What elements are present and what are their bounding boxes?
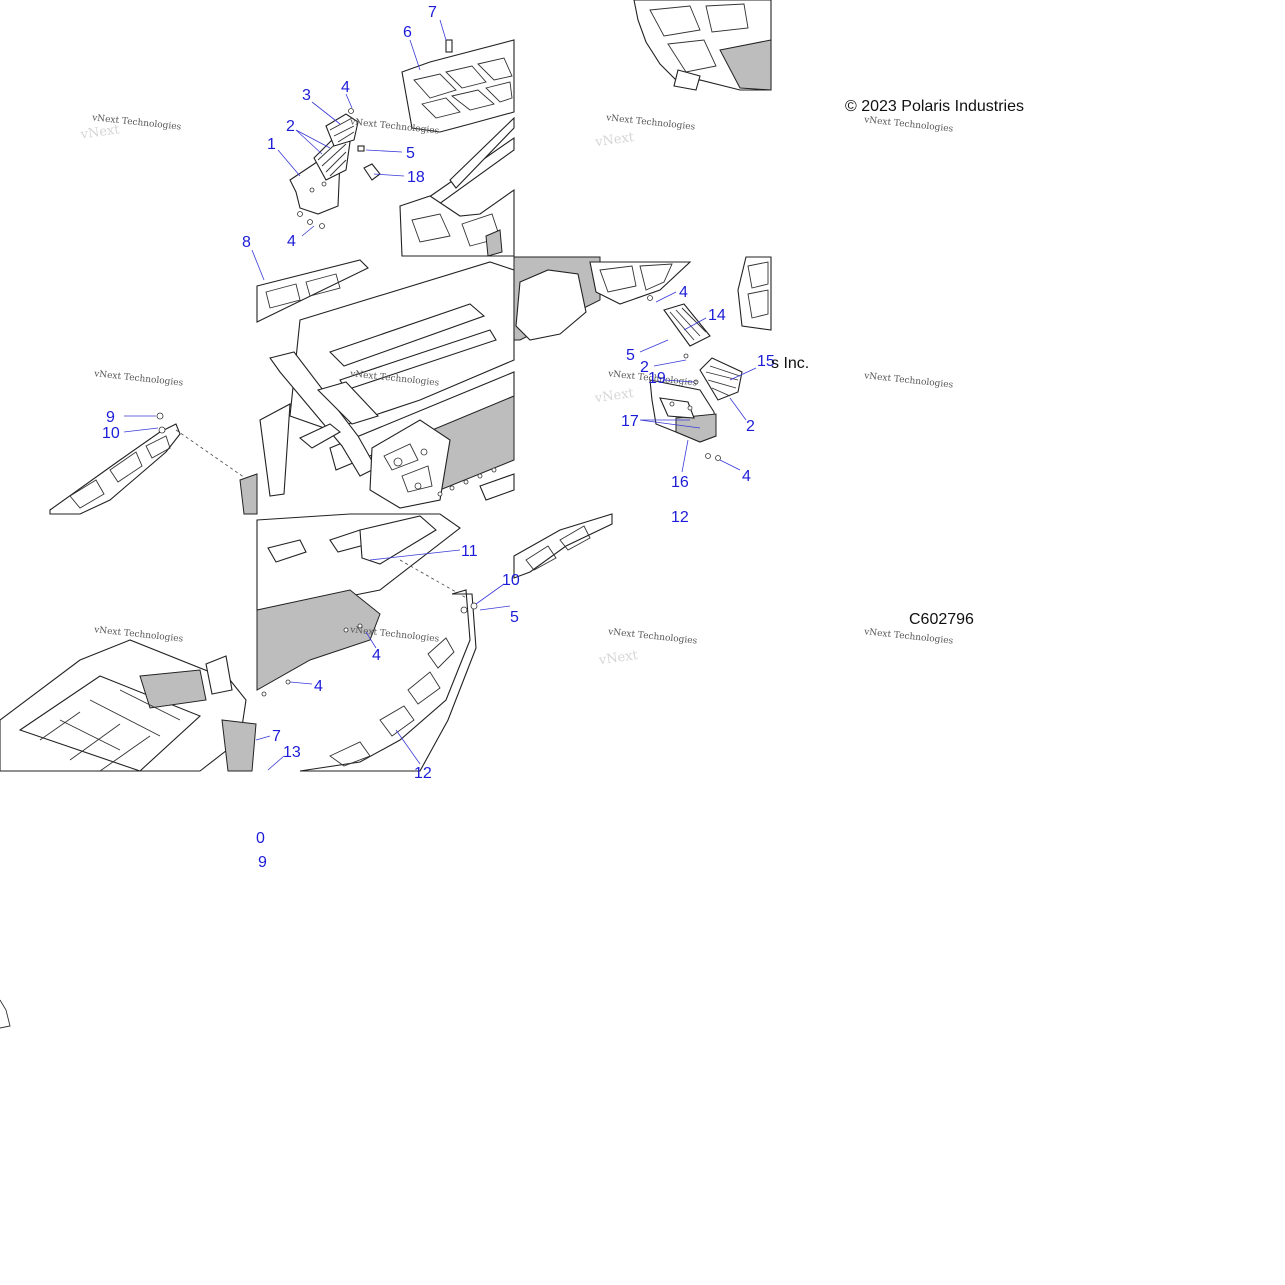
callout-4-bracket: 4 [287,233,296,250]
watermark-12: vNext Technologies [863,627,954,646]
callout-14: 14 [708,307,726,324]
svg-text:vNext Technologies: vNext Technologies [863,371,954,390]
callout-4-right-top: 4 [679,284,688,301]
svg-text:vNext: vNext [79,122,121,143]
callout-4-upper: 4 [341,79,350,96]
svg-text:vNext Technologies: vNext Technologies [605,113,696,132]
callout-0-fragment: 0 [256,830,265,847]
tile-left-rail [49,412,258,515]
leader-lines [123,19,757,771]
callout-19: 19 [648,370,666,387]
callout-15: 15 [757,353,775,370]
callout-labels: 7 6 3 4 2 1 5 18 4 8 9 10 4 14 5 2 19 15… [102,4,775,871]
svg-text:vNext Technologies: vNext Technologies [863,627,954,646]
copyright-fragment-text: s Inc. [771,355,810,372]
callout-7-lower: 7 [272,728,281,745]
copyright-notice: © 2023 Polaris Industries [845,98,1028,116]
callout-4-lower-a: 4 [372,647,381,664]
watermark-9: vNext Technologies [93,625,184,644]
callout-4-right-bottom: 4 [742,468,751,485]
callout-5-right: 5 [626,347,635,364]
tile-rear-rack [0,639,257,772]
copyright-text: © 2023 Polaris Industries [845,98,1024,115]
watermark-5: vNext Technologies [93,369,184,388]
bolt-row-lower [261,623,363,697]
callout-2-upper: 2 [286,118,295,135]
svg-text:vNext: vNext [593,130,635,151]
watermark-3: vNext vNext Technologies [593,113,696,150]
svg-text:vNext: vNext [597,648,639,669]
callout-17: 17 [621,413,639,430]
bolt-row [437,467,497,497]
callout-13: 13 [283,744,301,761]
figure-id: C602796 [909,611,974,629]
svg-text:vNext Technologies: vNext Technologies [93,369,184,388]
callout-3: 3 [302,87,311,104]
fragment-edge [0,999,11,1029]
callout-7-top: 7 [428,4,437,21]
tile-lower-center [256,513,478,772]
callout-5-upper: 5 [406,145,415,162]
callout-2-right: 2 [640,359,649,376]
callout-4-lower-b: 4 [314,678,323,695]
tile-right-footrest [513,256,772,461]
callout-16: 16 [671,474,689,491]
callout-6: 6 [403,24,412,41]
callout-11: 11 [461,543,478,560]
figure-id-text: C602796 [909,611,974,628]
callout-10-right: 10 [502,572,520,589]
copyright-fragment: s Inc. [771,355,809,373]
tile-center-frame [256,259,515,509]
callout-12-fragment: 12 [671,509,689,526]
svg-text:vNext Technologies: vNext Technologies [607,627,698,646]
watermark-1: vNext vNext Technologies [79,113,182,143]
callout-10-left: 10 [102,425,120,442]
tile-upper-frame [633,0,772,91]
callout-2-lower: 2 [746,418,755,435]
svg-text:vNext: vNext [593,386,635,407]
watermark-11: vNext vNext Technologies [597,627,698,668]
watermark-4: vNext Technologies [863,115,954,134]
watermark-8: vNext Technologies [863,371,954,390]
callout-12-lower: 12 [414,765,432,782]
callout-9: 9 [106,409,115,426]
callout-18: 18 [407,169,425,186]
svg-text:vNext Technologies: vNext Technologies [93,625,184,644]
callout-9-fragment: 9 [258,854,267,871]
svg-text:vNext Technologies: vNext Technologies [863,115,954,134]
tile-upper-footrest [289,39,515,257]
callout-5-lower: 5 [510,609,519,626]
callout-8: 8 [242,234,251,251]
callout-1: 1 [267,136,276,153]
tile-lower-rail-right [513,513,613,579]
